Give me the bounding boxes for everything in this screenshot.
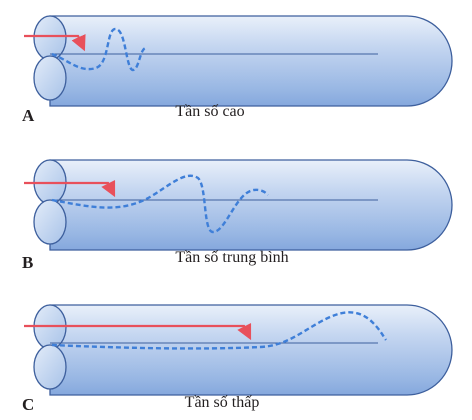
cochlea-tube bbox=[33, 304, 453, 396]
panel-a: A Tần số cao bbox=[22, 15, 453, 125]
cochlea-tube bbox=[33, 15, 453, 107]
panel-letter: A bbox=[22, 106, 35, 125]
sound-input-arrow bbox=[24, 179, 116, 198]
panel-caption: Tần số thấp bbox=[185, 394, 260, 411]
sound-input-arrow bbox=[24, 33, 86, 52]
panel-caption: Tần số trung bình bbox=[175, 249, 288, 266]
traveling-wave bbox=[51, 311, 387, 350]
cochlea-tube bbox=[33, 159, 453, 251]
panel-c: C Tần số thấp bbox=[22, 304, 453, 414]
traveling-wave bbox=[51, 174, 269, 234]
traveling-wave bbox=[51, 27, 147, 72]
panel-letter: B bbox=[22, 253, 33, 272]
sound-input-arrow bbox=[24, 322, 252, 341]
panel-letter: C bbox=[22, 395, 34, 414]
panel-b: B Tần số trung bình bbox=[22, 159, 453, 272]
panel-caption: Tần số cao bbox=[175, 103, 244, 120]
